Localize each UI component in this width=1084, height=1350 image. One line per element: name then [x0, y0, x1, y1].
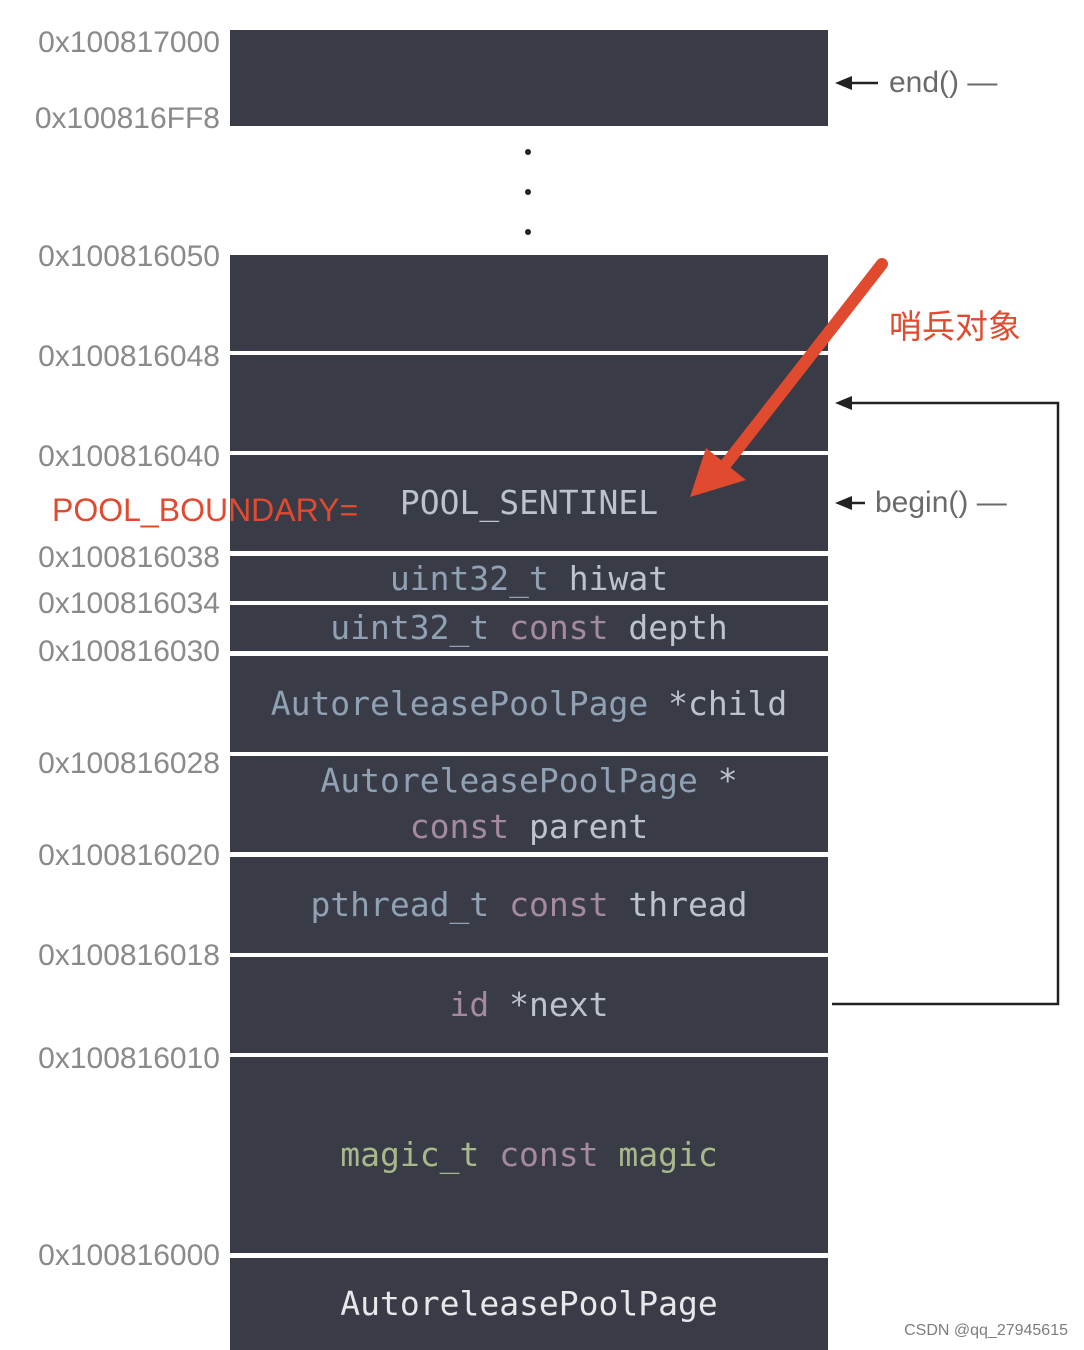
address-label: 0x100817000: [38, 26, 220, 59]
address-label: 0x100816048: [38, 340, 220, 373]
memory-block-magic: magic_t const magic: [230, 1057, 828, 1253]
ellipsis-dot: [525, 149, 531, 155]
memory-block-thread: pthread_t const thread: [230, 857, 828, 953]
page-title: AutoreleasePoolPage: [340, 1284, 718, 1323]
memory-block-depth: uint32_t const depth: [230, 605, 828, 651]
field-line: const parent: [409, 807, 649, 846]
ellipsis-dot: [525, 189, 531, 195]
pool-boundary-label: POOL_BOUNDARY=: [52, 492, 359, 528]
field-line: magic_t const magic: [340, 1135, 718, 1174]
memory-block-parent: AutoreleasePoolPage * const parent: [230, 756, 828, 852]
address-label: 0x100816018: [38, 939, 220, 972]
address-label: 0x100816028: [38, 747, 220, 780]
address-label: 0x100816000: [38, 1239, 220, 1272]
begin-arrow-icon: [835, 496, 852, 510]
memory-block-page: AutoreleasePoolPage: [230, 1258, 828, 1350]
memory-block-empty: [230, 255, 828, 351]
end-label: end() —: [889, 66, 998, 99]
field-line: AutoreleasePoolPage *: [320, 761, 738, 800]
field-line: AutoreleasePoolPage *child: [270, 684, 788, 723]
memory-block-next: id *next: [230, 957, 828, 1053]
memory-block-top: [230, 30, 828, 126]
sentinel-text: POOL_SENTINEL: [399, 483, 659, 522]
next-pointer-arrow-icon: [835, 396, 852, 410]
watermark: CSDN @qq_27945615: [904, 1322, 1068, 1339]
address-label: 0x100816030: [38, 635, 220, 668]
sentinel-object-label: 哨兵对象: [889, 308, 1021, 345]
ellipsis-dot: [525, 229, 531, 235]
memory-block-child: AutoreleasePoolPage *child: [230, 656, 828, 752]
address-label: 0x100816034: [38, 587, 220, 620]
field-line: uint32_t hiwat: [389, 558, 669, 598]
address-label: 0x100816FF8: [34, 102, 220, 135]
address-label: 0x100816038: [38, 541, 220, 574]
memory-block-hiwat: uint32_t hiwat: [230, 556, 828, 601]
address-label: 0x100816050: [38, 240, 220, 273]
memory-block-empty: [230, 355, 828, 451]
field-line: uint32_t const depth: [330, 608, 728, 647]
field-line: pthread_t const thread: [310, 885, 748, 924]
address-label: 0x100816010: [38, 1042, 220, 1075]
address-label: 0x100816020: [38, 839, 220, 872]
begin-label: begin() —: [875, 486, 1007, 519]
end-arrow-icon: [835, 76, 852, 90]
field-line: id *next: [449, 985, 609, 1024]
address-label: 0x100816040: [38, 440, 220, 473]
